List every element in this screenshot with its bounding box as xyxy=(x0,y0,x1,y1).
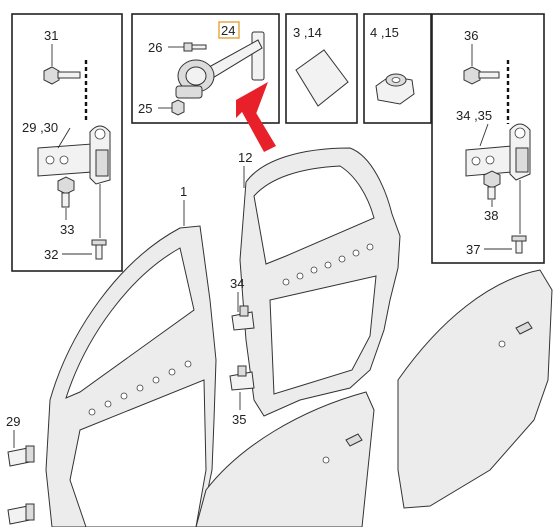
nut-25 xyxy=(171,99,185,116)
red-pointer-arrow xyxy=(236,82,276,152)
front-door-frame-1 xyxy=(45,225,217,527)
callout-32: 32 xyxy=(44,247,58,262)
part-4-15-box: 4 ,15 xyxy=(363,13,432,124)
callout-37: 37 xyxy=(466,242,480,257)
callout-12: 12 xyxy=(238,150,252,165)
callout-35: 35 xyxy=(232,412,246,427)
rear-door-skin xyxy=(397,269,553,509)
callout-4-15: 4 ,15 xyxy=(370,25,399,40)
callout-34: 34 xyxy=(230,276,244,291)
clip-nut-4-15 xyxy=(375,73,415,105)
hinge-30-partial xyxy=(7,503,35,525)
highlight-box-24 xyxy=(218,21,240,39)
bolt-26 xyxy=(183,42,207,52)
part-3-14-box: 3 ,14 xyxy=(285,13,358,124)
callout-31: 31 xyxy=(44,28,58,43)
insulation-pad-3-14 xyxy=(295,49,349,107)
callout-29-30: 29 ,30 xyxy=(22,120,58,135)
callout-24: 24 xyxy=(221,23,235,38)
hinge-bracket-34 xyxy=(231,305,255,331)
hinge-29 xyxy=(7,445,35,467)
callout-33: 33 xyxy=(60,222,74,237)
callout-38: 38 xyxy=(484,208,498,223)
bolt-38 xyxy=(483,170,501,200)
front-hinge-box: 31 29 ,30 33 32 xyxy=(11,13,123,272)
part-4-15-frame xyxy=(363,13,432,124)
hinge-bracket-35 xyxy=(229,365,255,391)
rear-frame-holes xyxy=(282,243,374,286)
bolt-33 xyxy=(57,176,75,208)
callout-3-14: 3 ,14 xyxy=(293,25,322,40)
callout-34-35-box: 34 ,35 xyxy=(456,108,492,123)
check-strap-24 xyxy=(175,31,265,99)
bolt-31 xyxy=(43,44,81,85)
bolt-36 xyxy=(463,44,500,85)
callout-25: 25 xyxy=(138,101,152,116)
rear-door-frame-12 xyxy=(239,147,401,417)
hinge-29-30 xyxy=(37,125,111,185)
door-check-box: 24 26 25 xyxy=(131,13,280,124)
callout-26: 26 xyxy=(148,40,162,55)
bolt-32 xyxy=(91,239,107,260)
callout-29: 29 xyxy=(6,414,20,429)
rear-hinge-box: 36 34 ,35 38 37 xyxy=(431,13,545,264)
hinge-34-35 xyxy=(465,123,531,181)
bolt-37 xyxy=(511,235,527,254)
front-frame-holes xyxy=(88,360,192,416)
callout-1: 1 xyxy=(180,184,187,199)
front-door-skin xyxy=(195,391,375,527)
callout-36: 36 xyxy=(464,28,478,43)
